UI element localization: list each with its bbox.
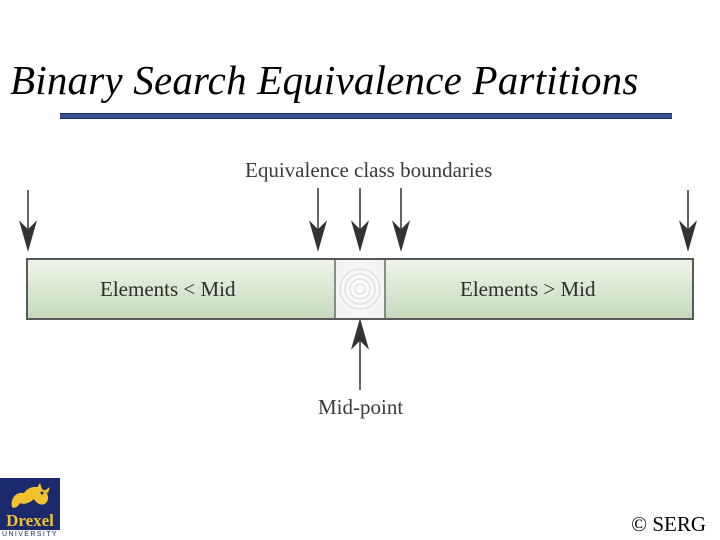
right-region-label: Elements > Mid [460, 277, 596, 301]
copyright-text: © SERG [631, 512, 706, 536]
left-region-label: Elements < Mid [100, 277, 236, 301]
university-logo: Drexel UNIVERSITY [0, 478, 60, 540]
boundary-arrow-mid-right [391, 188, 411, 252]
slide-title: Binary Search Equivalence Partitions [10, 57, 639, 103]
mid-element-region [335, 260, 385, 318]
boundary-arrow-left [18, 190, 38, 252]
boundary-arrow-mid [350, 188, 370, 252]
boundary-arrow-mid-left [308, 188, 328, 252]
title-underline [60, 113, 672, 119]
dragon-icon [11, 483, 50, 508]
boundaries-label: Equivalence class boundaries [245, 158, 492, 182]
mid-point-label: Mid-point [318, 395, 403, 419]
boundary-arrow-right [678, 190, 698, 252]
mid-point-arrow [350, 318, 370, 390]
logo-name: Drexel [6, 511, 54, 530]
logo-subtitle: UNIVERSITY [0, 530, 60, 540]
mid-element-rings [339, 268, 381, 310]
